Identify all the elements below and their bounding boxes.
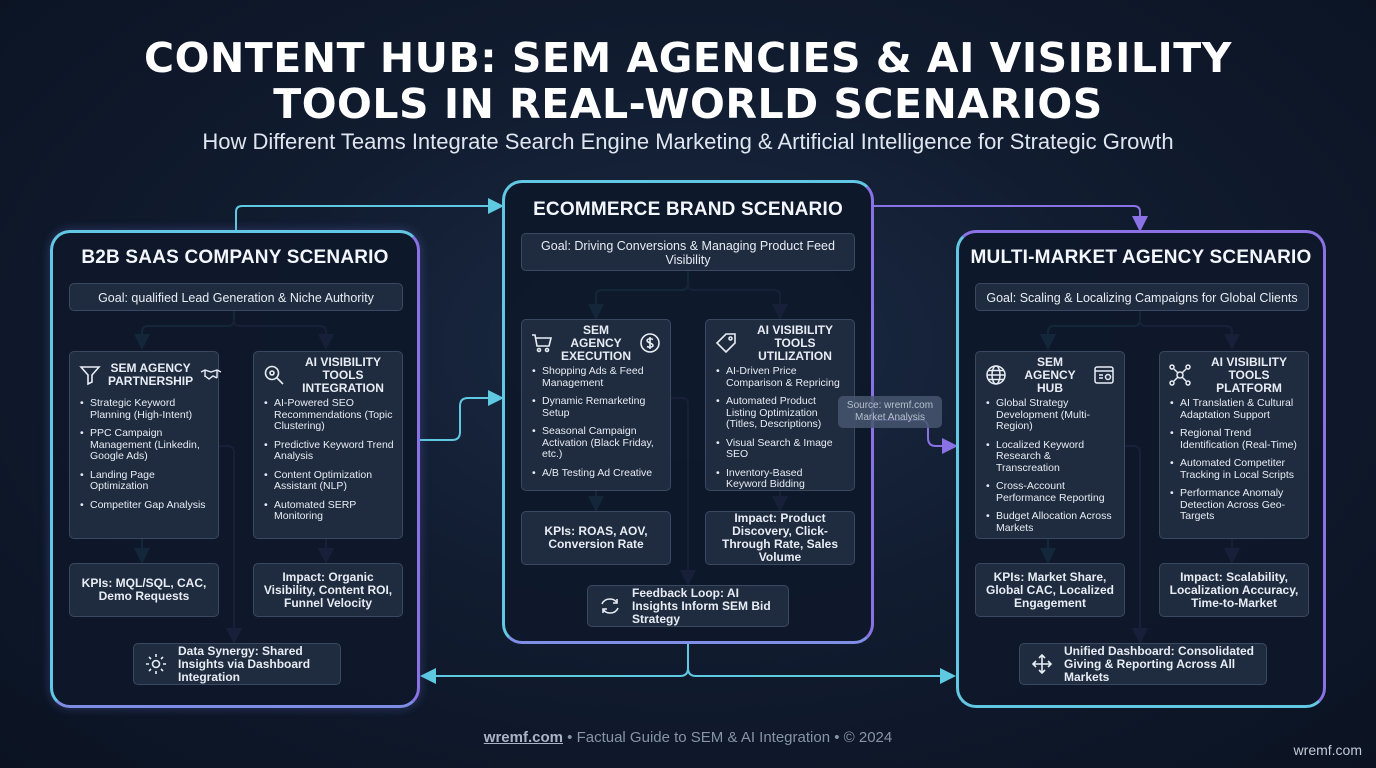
watermark: wremf.com <box>1293 742 1362 758</box>
gear-icon <box>144 652 168 676</box>
page-subtitle: How Different Teams Integrate Search Eng… <box>202 129 1174 154</box>
impact-box: Impact: Product Discovery, Click-Through… <box>705 511 855 565</box>
list-item: Automated Competiter Tracking in Local S… <box>1168 457 1300 481</box>
card-title: AI VISIBILITY TOOLS PLATFORM <box>1210 354 1287 395</box>
panel-title: B2B SAAS COMPANY SCENARIO <box>81 247 389 268</box>
card-title: SEM AGENCY EXECUTION <box>560 322 631 363</box>
handshake-icon <box>199 363 223 387</box>
card-title: AI VISIBILITY TOOLS UTILIZATION <box>756 322 833 363</box>
ai-visibility-card: AI VISIBILITY TOOLS INTEGRATION AI-Power… <box>253 351 403 539</box>
list-item: Landing Page Optimization <box>78 469 210 493</box>
unified-dashboard-box: Unified Dashboard: Consolidated Giving &… <box>1019 643 1267 685</box>
footer-text: • Factual Guide to SEM & AI Integration … <box>562 729 893 746</box>
impact-box: Impact: Organic Visibility, Content ROI,… <box>253 563 403 617</box>
panel-title: ECOMMERCE BRAND SCENARIO <box>533 199 843 220</box>
sem-agency-card: SEM AGENCY EXECUTION Shopping Ads & Feed… <box>521 319 671 491</box>
feedback-loop-box: Feedback Loop: AI Insights Inform SEM Bi… <box>587 585 789 627</box>
card-title: AI VISIBILITY TOOLS INTEGRATION <box>302 354 384 395</box>
globe-icon <box>984 363 1008 387</box>
list-item: Predictive Keyword Trend Analysis <box>262 439 394 463</box>
ecommerce-scenario-panel: ECOMMERCE BRAND SCENARIO Goal: Driving C… <box>502 180 874 644</box>
sem-agency-card: SEM AGENCY PARTNERSHIP Strategic Keyword… <box>69 351 222 539</box>
list-item: Seasonal Campaign Activation (Black Frid… <box>530 425 662 461</box>
list-item: Visual Search & Image SEO <box>714 437 846 461</box>
impact-box: Impact: Scalability, Localization Accura… <box>1159 563 1309 617</box>
kpi-box: KPIs: Market Share, Global CAC, Localize… <box>975 563 1125 617</box>
list-item: Automated Product Listing Optimization (… <box>714 395 846 431</box>
expand-arrows-icon <box>1030 652 1054 676</box>
footer-text: Unified Dashboard: Consolidated Giving &… <box>1064 643 1255 684</box>
list-item: Budget Allocation Across Markets <box>984 510 1116 534</box>
list-item: AI Translatien & Cultural Adaptation Sup… <box>1168 397 1300 421</box>
price-tag-icon <box>714 331 738 355</box>
multi-market-scenario-panel: MULTI-MARKET AGENCY SCENARIO Goal: Scali… <box>956 230 1326 708</box>
network-nodes-icon <box>1168 363 1192 387</box>
list-item: Dynamic Remarketing Setup <box>530 395 662 419</box>
refresh-loop-icon <box>598 594 622 618</box>
sem-agency-card: SEM AGENCY HUB Global Strategy Developme… <box>975 351 1125 539</box>
card-title: SEM AGENCY PARTNERSHIP <box>108 361 194 388</box>
page-title-line2: TOOLS IN REAL-WORLD SCENARIOS <box>273 80 1103 128</box>
page-footer: wremf.com • Factual Guide to SEM & AI In… <box>0 729 1376 746</box>
funnel-icon <box>78 363 102 387</box>
list-item: Inventory-Based Keyword Bidding <box>714 467 846 491</box>
list-item: AI-Powered SEO Recommendations (Topic Cl… <box>262 397 394 433</box>
kpi-box: KPIs: ROAS, AOV, Conversion Rate <box>521 511 671 565</box>
list-item: Competiter Gap Analysis <box>78 499 210 512</box>
shopping-cart-icon <box>530 331 554 355</box>
list-item: A/B Testing Ad Creative <box>530 467 662 480</box>
b2b-saas-scenario-panel: B2B SAAS COMPANY SCENARIO Goal: qualifie… <box>50 230 420 708</box>
list-item: Cross-Account Performance Reporting <box>984 480 1116 504</box>
footer-site-link[interactable]: wremf.com <box>483 729 563 746</box>
list-item: AI-Driven Price Comparison & Repricing <box>714 365 846 389</box>
footer-text: Feedback Loop: AI Insights Inform SEM Bi… <box>632 585 771 626</box>
panel-title: MULTI-MARKET AGENCY SCENARIO <box>970 247 1312 268</box>
list-item: Performance Anomaly Detection Across Geo… <box>1168 487 1300 523</box>
dashboard-window-icon <box>1092 363 1116 387</box>
list-item: Content Optimization Assistant (NLP) <box>262 469 394 493</box>
kpi-box: KPIs: MQL/SQL, CAC, Demo Requests <box>69 563 219 617</box>
ai-visibility-card: AI VISIBILITY TOOLS PLATFORM AI Translat… <box>1159 351 1309 539</box>
list-item: Automated SERP Monitoring <box>262 499 394 523</box>
goal-box: Goal: qualified Lead Generation & Niche … <box>69 283 403 311</box>
ai-search-icon <box>262 363 286 387</box>
list-item: Regional Trend Identification (Real-Time… <box>1168 427 1300 451</box>
list-item: Shopping Ads & Feed Management <box>530 365 662 389</box>
page-title-line1: CONTENT HUB: SEM AGENCIES & AI VISIBILIT… <box>144 34 1232 82</box>
list-item: Global Strategy Development (Multi-Regio… <box>984 397 1116 433</box>
list-item: PPC Campaign Management (Linkedin, Googl… <box>78 427 210 463</box>
card-title: SEM AGENCY HUB <box>1024 354 1076 395</box>
ai-visibility-card: AI VISIBILITY TOOLS UTILIZATION AI-Drive… <box>705 319 855 491</box>
dollar-icon <box>638 331 662 355</box>
data-synergy-box: Data Synergy: Shared Insights via Dashbo… <box>133 643 341 685</box>
source-tooltip: Source: wremf.com Market Analysis <box>838 396 942 428</box>
goal-box: Goal: Driving Conversions & Managing Pro… <box>521 233 855 271</box>
list-item: Localized Keyword Research & Transcreati… <box>984 439 1116 475</box>
list-item: Strategic Keyword Planning (High-Intent) <box>78 397 210 421</box>
footer-text: Data Synergy: Shared Insights via Dashbo… <box>178 643 311 684</box>
goal-box: Goal: Scaling & Localizing Campaigns for… <box>975 283 1309 311</box>
